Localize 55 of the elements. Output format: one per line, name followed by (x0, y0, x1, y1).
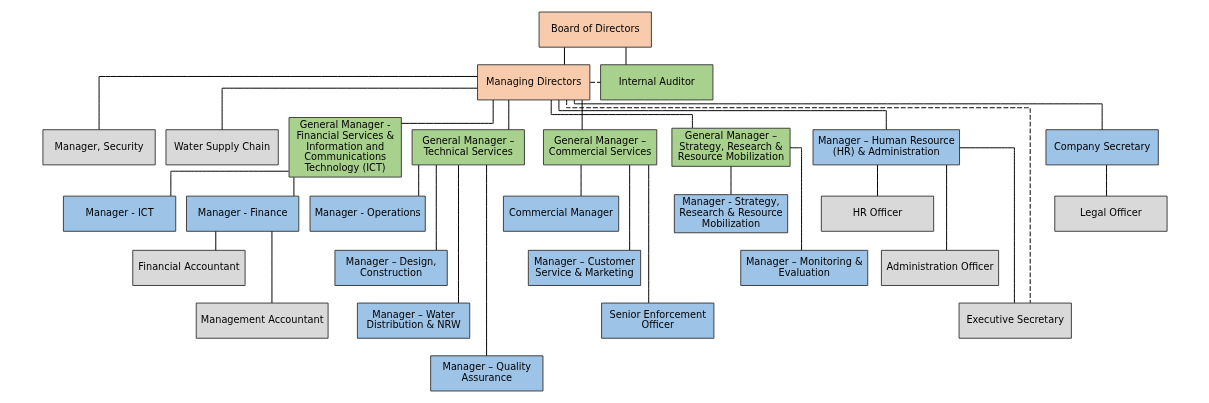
connector (581, 99, 583, 131)
connector (647, 164, 649, 304)
connector (417, 164, 419, 197)
connector (563, 46, 565, 65)
connector (565, 99, 1031, 304)
connector (457, 164, 459, 304)
connector (730, 166, 731, 195)
node-box: Internal Auditor (599, 64, 713, 101)
node-box: Management Accountant (195, 302, 329, 339)
node-box: Administration Officer (880, 249, 999, 286)
connector (214, 230, 216, 251)
connector (625, 46, 626, 65)
node-box: Water Supply Chain (165, 129, 279, 166)
connector (628, 164, 630, 251)
connector (958, 147, 1015, 304)
node-box: Managing Directors (476, 64, 590, 101)
connector (435, 164, 437, 251)
node-box: Company Secretary (1045, 129, 1159, 166)
node-box: Manager - Finance (185, 195, 299, 232)
connector (589, 81, 601, 83)
connector (270, 230, 272, 304)
connector (1105, 164, 1107, 197)
node-box: General Manager – Strategy, Research & Resource Mobilization (670, 127, 791, 167)
connector (485, 164, 487, 357)
node-box: Financial Accountant (131, 249, 246, 286)
node-box: Manager – Design, Construction (333, 249, 448, 286)
node-box: Manager – Monitoring & Evaluation (739, 249, 868, 286)
connector (550, 99, 693, 129)
node-box: Executive Secretary (958, 302, 1072, 339)
connector (789, 147, 802, 251)
connector (400, 99, 494, 124)
node-box: Board of Directors (538, 11, 652, 48)
connector (221, 87, 478, 131)
node-box: Manager – Water Distribution & NRW (356, 302, 470, 339)
node-box: General Manager - Financial Services & Information and Communications Technology (ICT) (288, 117, 402, 178)
connector (98, 76, 478, 130)
node-box: HR Officer (820, 195, 934, 232)
node-box: Commercial Manager (502, 195, 619, 232)
node-box: Manager – Human Resource (HR) & Administration (812, 129, 960, 166)
node-box: Manager – Quality Assurance (429, 355, 543, 392)
node-box: General Manager – Technical Services (411, 129, 525, 166)
node-box: Manager, Security (41, 129, 156, 166)
node-box: Senior Enforcement Officer (600, 302, 714, 339)
node-box: Manager - Strategy, Research & Resource Mobilization (673, 194, 788, 234)
connector (169, 170, 289, 197)
node-box: Manager - Operations (309, 195, 426, 232)
connector (573, 99, 1103, 131)
node-box: Manager – Customer Service & Marketing (527, 249, 641, 286)
node-box: Legal Officer (1053, 195, 1168, 232)
connector (945, 164, 947, 251)
node-box: Manager - ICT (62, 195, 176, 232)
connector (507, 99, 509, 131)
node-box: General Manager – Commercial Services (542, 129, 657, 166)
connector (557, 99, 887, 130)
connector (876, 164, 878, 197)
